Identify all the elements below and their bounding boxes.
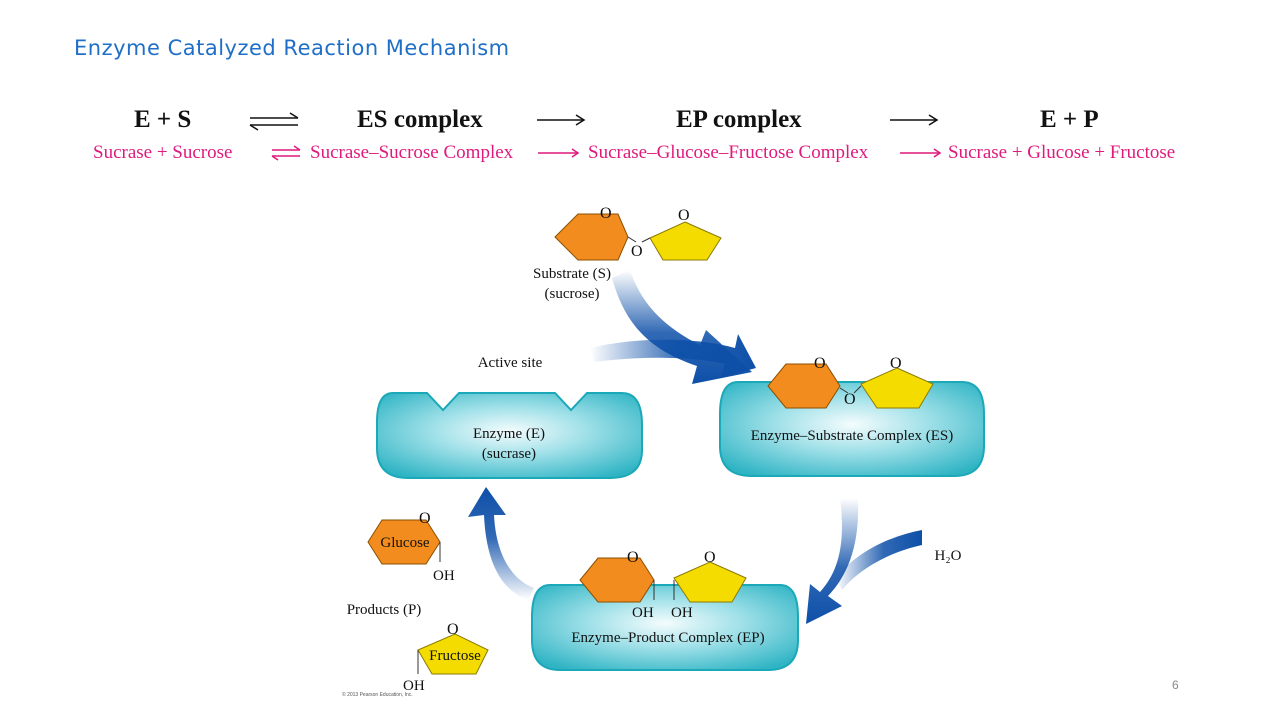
arrow-product-release: [468, 487, 534, 600]
eq-arrows-specific: [271, 145, 942, 161]
o-label: O: [890, 355, 902, 372]
oh-label: OH: [433, 568, 455, 584]
o-label: O: [678, 207, 690, 224]
o-label: O: [419, 510, 431, 527]
eq-sucrase-sucrose-complex: Sucrase–Sucrose Complex: [310, 142, 514, 163]
oh-label: OH: [632, 605, 654, 621]
enzyme-label: Enzyme (E): [473, 426, 545, 442]
substrate-label: Substrate (S): [533, 266, 611, 282]
ep-complex-label: Enzyme–Product Complex (EP): [571, 630, 764, 646]
o-label: O: [447, 621, 459, 638]
eq-sucrase-glucose-fructose-complex: Sucrase–Glucose–Fructose Complex: [588, 142, 869, 163]
es-complex-label: Enzyme–Substrate Complex (ES): [751, 428, 953, 444]
oh-label: OH: [403, 678, 425, 694]
es-fructose-ring: [860, 367, 934, 409]
substrate-sublabel: (sucrose): [545, 286, 600, 302]
ep-fructose-ring: [673, 561, 747, 603]
o-label: O: [844, 391, 856, 408]
products-label: Products (P): [347, 602, 422, 618]
page-number: 6: [1172, 678, 1179, 692]
glucose-label: Glucose: [380, 535, 429, 551]
eq-e-plus-p: E + P: [1040, 106, 1099, 133]
fructose-label: Fructose: [429, 648, 481, 664]
o-label: O: [704, 549, 716, 566]
eq-sucrase-sucrose: Sucrase + Sucrose: [93, 142, 233, 163]
o-label: O: [600, 205, 612, 222]
product-fructose: [417, 633, 489, 675]
eq-products: Sucrase + Glucose + Fructose: [948, 142, 1176, 163]
product-glucose: [367, 519, 441, 565]
arrow-water-input: [836, 530, 922, 590]
o-label: O: [814, 355, 826, 372]
ep-glucose-ring: [579, 557, 655, 603]
o-label: O: [631, 243, 643, 260]
arrow-active-site-binding: [590, 334, 756, 378]
enzyme-product-complex: [531, 584, 799, 671]
es-glucose-ring: [767, 363, 841, 409]
active-site-label: Active site: [478, 355, 543, 371]
eq-e-plus-s: E + S: [134, 106, 192, 133]
eq-ep-complex: EP complex: [676, 106, 802, 133]
o-label: O: [627, 549, 639, 566]
enzyme-sublabel: (sucrase): [482, 446, 536, 462]
substrate-fructose-ring: [649, 221, 722, 261]
slide-title: Enzyme Catalyzed Reaction Mechanism: [74, 36, 510, 60]
water-label: H₂O: [935, 548, 962, 564]
arrow-hydrolysis: [806, 498, 859, 624]
eq-es-complex: ES complex: [357, 106, 483, 133]
oh-label: OH: [671, 605, 693, 621]
substrate-glucose-ring: [554, 213, 629, 261]
enzyme-sucrase: [376, 392, 643, 479]
eq-arrows-general: [249, 112, 939, 131]
copyright-note: © 2013 Pearson Education, Inc.: [342, 692, 413, 698]
